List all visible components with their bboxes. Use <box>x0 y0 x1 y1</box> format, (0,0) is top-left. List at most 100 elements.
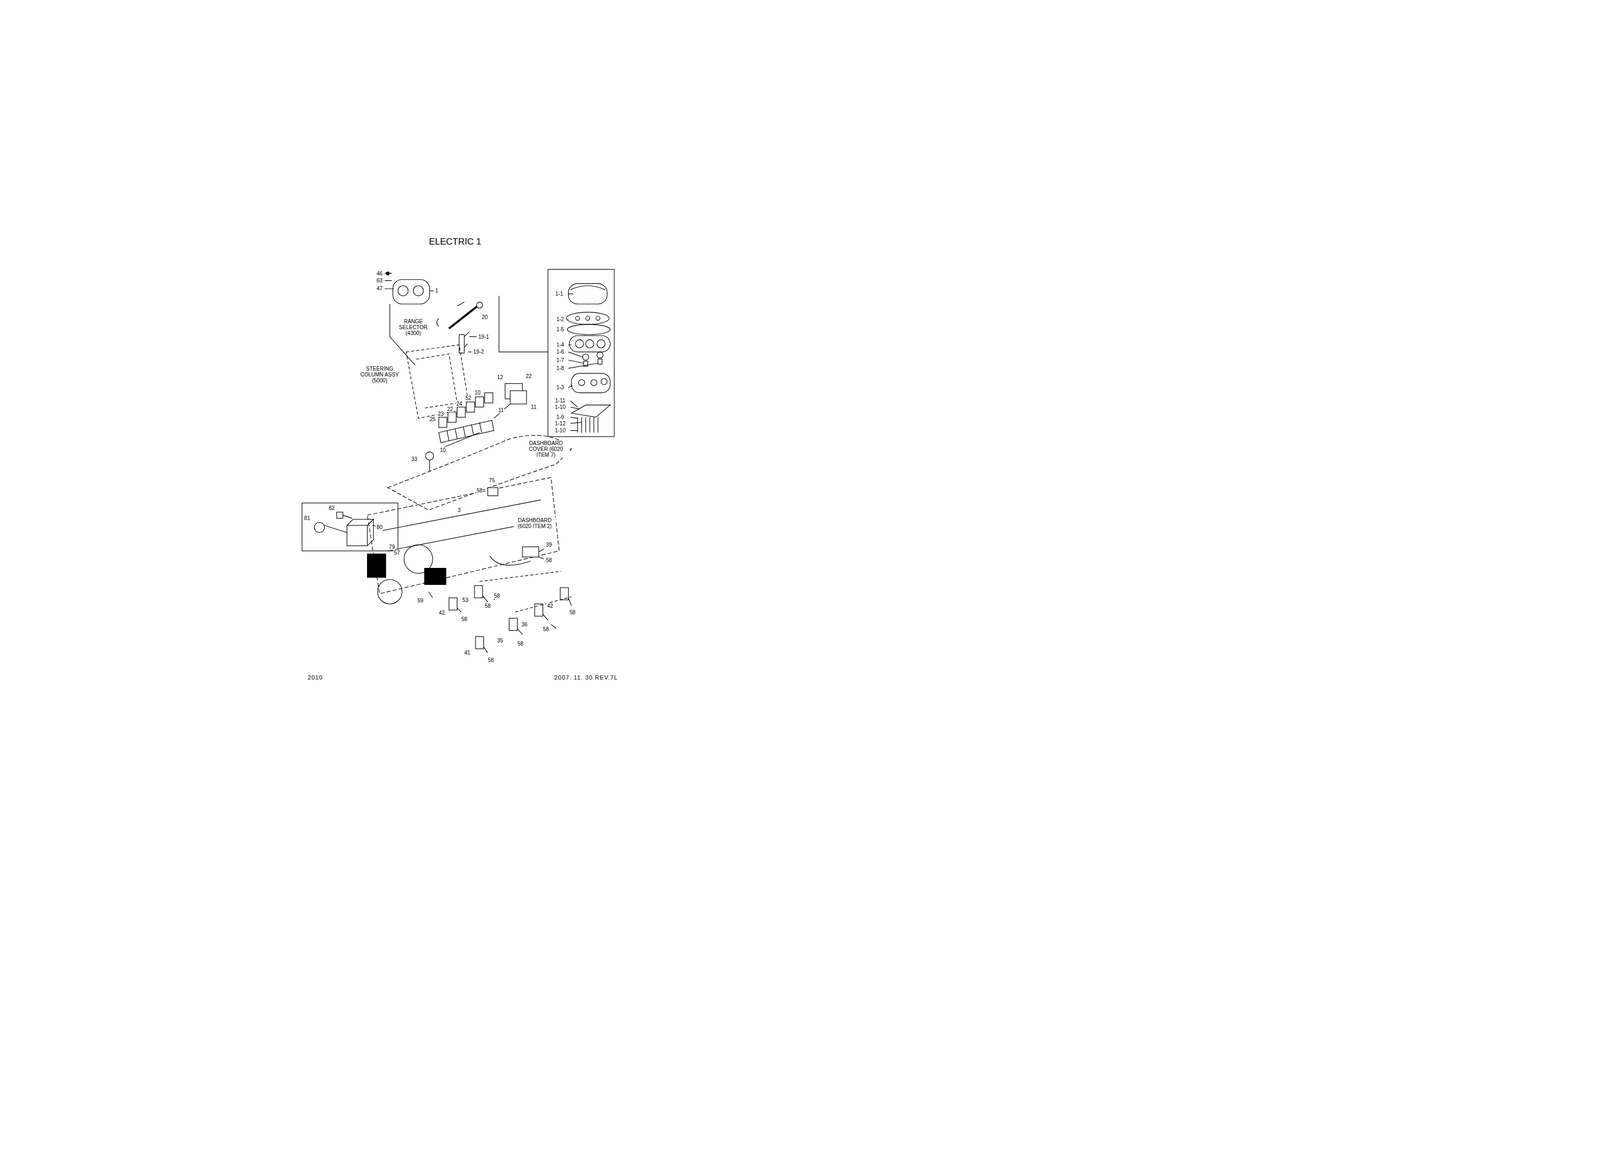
detail-inset <box>585 339 594 348</box>
dashboard <box>377 579 403 605</box>
dashboard <box>367 477 560 605</box>
detail-inset <box>336 512 344 519</box>
detail-inset <box>547 269 615 438</box>
switch-panel <box>438 383 527 447</box>
callout-number: 11 <box>530 404 537 411</box>
switch-panel <box>466 402 475 413</box>
switch-panel <box>475 396 484 407</box>
relay <box>448 597 457 611</box>
relay <box>475 636 484 649</box>
callout-number: 22 <box>525 373 532 380</box>
callout-number: 10 <box>439 447 447 454</box>
callout-number: 10 <box>473 389 481 396</box>
callout-number: 58 <box>460 616 468 623</box>
relay <box>509 618 518 631</box>
callout-number: 41 <box>463 650 471 656</box>
callout-number: 58 <box>476 487 483 494</box>
callout-number: 3 <box>456 507 462 514</box>
callout-number: 1-9 <box>555 414 565 421</box>
dashboard-cover <box>429 460 430 472</box>
callout-number: 20 <box>481 314 489 321</box>
relay <box>456 595 572 653</box>
gauge-cluster <box>393 279 430 305</box>
leader-line <box>498 295 548 353</box>
dashboard-cover <box>387 435 572 511</box>
relay <box>428 571 572 653</box>
range-selector <box>476 302 483 309</box>
detail-inset <box>585 316 590 321</box>
dashboard <box>487 487 498 496</box>
switch-panel <box>438 420 495 443</box>
detail-inset <box>575 339 584 348</box>
detail-inset <box>601 378 608 386</box>
gauge-cluster <box>397 285 408 296</box>
dashboard <box>424 568 446 586</box>
callout-number: 11 <box>497 407 505 414</box>
steering-column <box>406 344 470 419</box>
detail-inset <box>597 359 603 365</box>
detail-inset <box>596 352 604 359</box>
callout-number: 58 <box>542 626 550 633</box>
relay <box>474 585 483 598</box>
callout-number: 22 <box>446 406 454 413</box>
callout-number: 1-11 <box>554 397 566 404</box>
callout-number: 36 <box>520 621 528 628</box>
diagram-title: ELECTRIC 1 <box>427 236 482 248</box>
callout-number: 42 <box>546 603 554 610</box>
switch-panel <box>446 422 482 441</box>
detail-inset <box>567 294 599 431</box>
detail-inset <box>568 283 608 304</box>
detail-inset <box>582 354 589 361</box>
callout-number: 58 <box>487 657 495 664</box>
callout-number: 75 <box>488 477 496 484</box>
callout-number: 47 <box>376 285 383 292</box>
detail-inset <box>324 515 378 533</box>
part-name: RANGE SELECTOR (4300) <box>395 318 431 337</box>
detail-inset <box>578 379 586 387</box>
dashboard-cover <box>425 452 434 461</box>
callout-number: 63 <box>376 277 383 284</box>
callout-number: 12 <box>496 374 504 381</box>
callout-number: 1-2 <box>555 316 565 323</box>
callout-number: 1-1 <box>554 290 564 297</box>
detail-inset <box>346 525 368 546</box>
callout-number: 25 <box>429 416 437 423</box>
gauge-cluster <box>413 285 424 296</box>
steering-column <box>406 344 470 419</box>
callout-number: 58 <box>569 609 577 616</box>
callout-number: 58 <box>545 557 553 564</box>
detail-inset <box>577 417 598 433</box>
switch-panel <box>447 412 456 423</box>
callout-number: 1-10 <box>554 427 566 434</box>
dashboard <box>367 477 560 595</box>
detail-inset <box>571 373 611 393</box>
detail-inset <box>569 335 611 353</box>
callout-number: 1 <box>434 287 439 294</box>
detail-inset <box>346 519 374 547</box>
callout-number: 1-3 <box>555 384 565 391</box>
detail-inset <box>590 379 598 387</box>
detail-inset <box>547 269 615 438</box>
relay <box>534 604 543 617</box>
footer-text: 2010 <box>306 674 323 681</box>
callout-number: 1-10 <box>554 404 566 411</box>
dashboard-cover <box>387 435 572 511</box>
callout-number: 57 <box>393 550 401 556</box>
relay <box>479 571 572 613</box>
detail-inset <box>596 339 605 348</box>
range-selector <box>448 306 478 329</box>
part-name: STEERING COLUMN ASSY (5000) <box>356 365 403 384</box>
dashboard <box>367 554 387 578</box>
callout-number: 1-7 <box>555 357 565 364</box>
callout-number: 19-2 <box>472 348 485 355</box>
leader-line <box>429 290 435 291</box>
part-name: DASHBOARD (6020 ITEM 2) <box>513 517 556 530</box>
detail-inset <box>314 522 325 533</box>
callout-number: 19-1 <box>477 334 490 340</box>
callout-number: 52 <box>464 395 472 402</box>
callout-number: 58 <box>484 603 491 610</box>
callout-number: 33 <box>410 456 418 463</box>
switch-panel <box>444 404 511 448</box>
callout-number: 79 <box>388 544 396 550</box>
callout-number: 23 <box>437 411 445 418</box>
